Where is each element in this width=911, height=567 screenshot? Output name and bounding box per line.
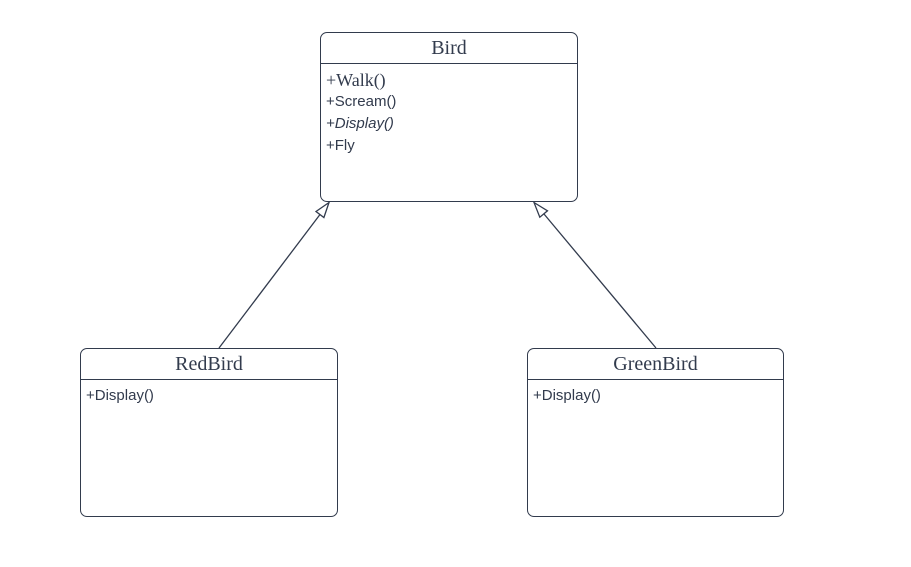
member-display-redbird: +Display() [86, 387, 154, 404]
generalization-arrow-greenbird-to-bird[interactable] [532, 200, 657, 349]
member-display-abstract: +Display() [326, 115, 394, 132]
class-title-greenbird: GreenBird [528, 349, 783, 380]
hollow-triangle-arrowhead [314, 200, 331, 219]
class-box-redbird[interactable]: RedBird +Display() [80, 348, 338, 517]
arrow-line[interactable] [543, 213, 657, 349]
member-scream: +Scream() [326, 93, 397, 110]
class-members-greenbird: +Display() [528, 380, 783, 407]
class-members-bird: +Walk() +Scream() +Display() +Fly [321, 64, 577, 157]
class-box-greenbird[interactable]: GreenBird +Display() [527, 348, 784, 517]
generalization-arrow-redbird-to-bird[interactable] [218, 200, 331, 349]
member-walk: +Walk() [326, 70, 386, 90]
hollow-triangle-arrowhead [532, 200, 549, 219]
arrow-line[interactable] [218, 214, 321, 349]
class-members-redbird: +Display() [81, 380, 337, 407]
class-title-bird: Bird [321, 33, 577, 64]
class-box-bird[interactable]: Bird +Walk() +Scream() +Display() +Fly [320, 32, 578, 202]
member-display-greenbird: +Display() [533, 387, 601, 404]
member-fly: +Fly [326, 137, 355, 154]
class-title-redbird: RedBird [81, 349, 337, 380]
